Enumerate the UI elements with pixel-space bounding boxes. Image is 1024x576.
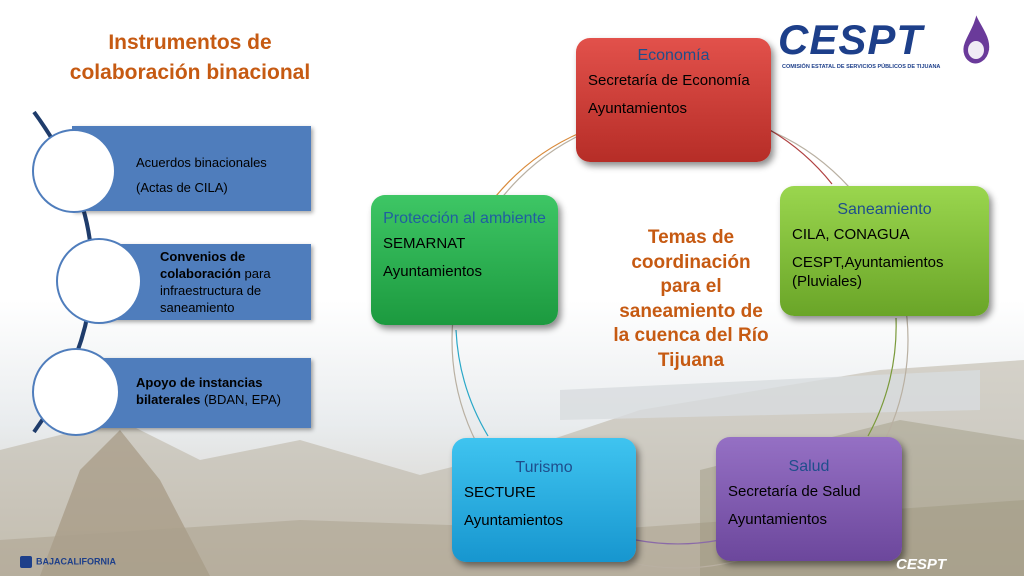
instrument-2-bold: Convenios de colaboración [160, 249, 246, 281]
node-economia-title: Economía [637, 47, 710, 64]
node-economia-line-1: Secretaría de Economía [588, 72, 750, 89]
instrument-1-detail: (Actas de CILA) [136, 180, 228, 195]
node-turismo: Turismo SECTURE Ayuntamientos [452, 438, 636, 562]
cespt-logo: CESPT COMISIÓN ESTATAL DE SERVICIOS PÚBL… [778, 10, 998, 74]
cespt-footer-logo: CESPT [896, 556, 947, 573]
node-salud: Salud Secretaría de Salud Ayuntamientos [716, 437, 902, 561]
node-turismo-line-1: SECTURE [464, 484, 536, 501]
node-proteccion-title: Protección al ambiente [383, 210, 546, 227]
node-salud-line-2: Ayuntamientos [728, 511, 827, 528]
node-saneamiento-line-1: CILA, CONAGUA [792, 226, 910, 243]
node-turismo-title: Turismo [515, 459, 573, 476]
node-proteccion-line-2: Ayuntamientos [383, 263, 482, 280]
node-saneamiento-line-2: CESPT,Ayuntamientos (Pluviales) [792, 254, 944, 290]
page-title-line2: colaboración binacional [69, 61, 311, 84]
instrument-2-detail: para infraestructura de saneamiento [160, 266, 271, 315]
node-turismo-line-2: Ayuntamientos [464, 512, 563, 529]
node-saneamiento: Saneamiento CILA, CONAGUA CESPT,Ayuntami… [780, 186, 989, 316]
node-salud-title: Salud [788, 458, 830, 475]
center-topic-text: Temas de coordinación para el saneamient… [613, 227, 769, 371]
logo-wordmark: CESPT [778, 16, 924, 63]
node-proteccion-line-1: SEMARNAT [383, 235, 466, 252]
state-shield-icon [20, 556, 32, 568]
baja-california-logo: BAJACALIFORNIA [20, 556, 116, 568]
instrument-circle-1 [32, 129, 116, 213]
instrument-1-head: Acuerdos binacionales [136, 155, 267, 170]
node-economia-line-2: Ayuntamientos [588, 100, 687, 117]
page-title-line1: Instrumentos de [108, 31, 272, 54]
instrument-circle-2 [56, 238, 142, 324]
node-economia: Economía Secretaría de Economía Ayuntami… [576, 38, 771, 162]
node-salud-line-1: Secretaría de Salud [728, 483, 861, 500]
baja-california-wordmark: BAJACALIFORNIA [36, 556, 116, 567]
water-drop-icon [961, 11, 992, 66]
node-proteccion: Protección al ambiente SEMARNAT Ayuntami… [371, 195, 558, 325]
node-saneamiento-title: Saneamiento [837, 201, 932, 218]
instrument-circle-3 [32, 348, 120, 436]
page-title: Instrumentos de colaboración binacional [40, 28, 340, 88]
logo-subtitle: COMISIÓN ESTATAL DE SERVICIOS PÚBLICOS D… [782, 64, 941, 70]
instrument-3-bold: Apoyo de instancias bilaterales [136, 375, 263, 407]
instrument-3-detail: (BDAN, EPA) [200, 392, 281, 407]
